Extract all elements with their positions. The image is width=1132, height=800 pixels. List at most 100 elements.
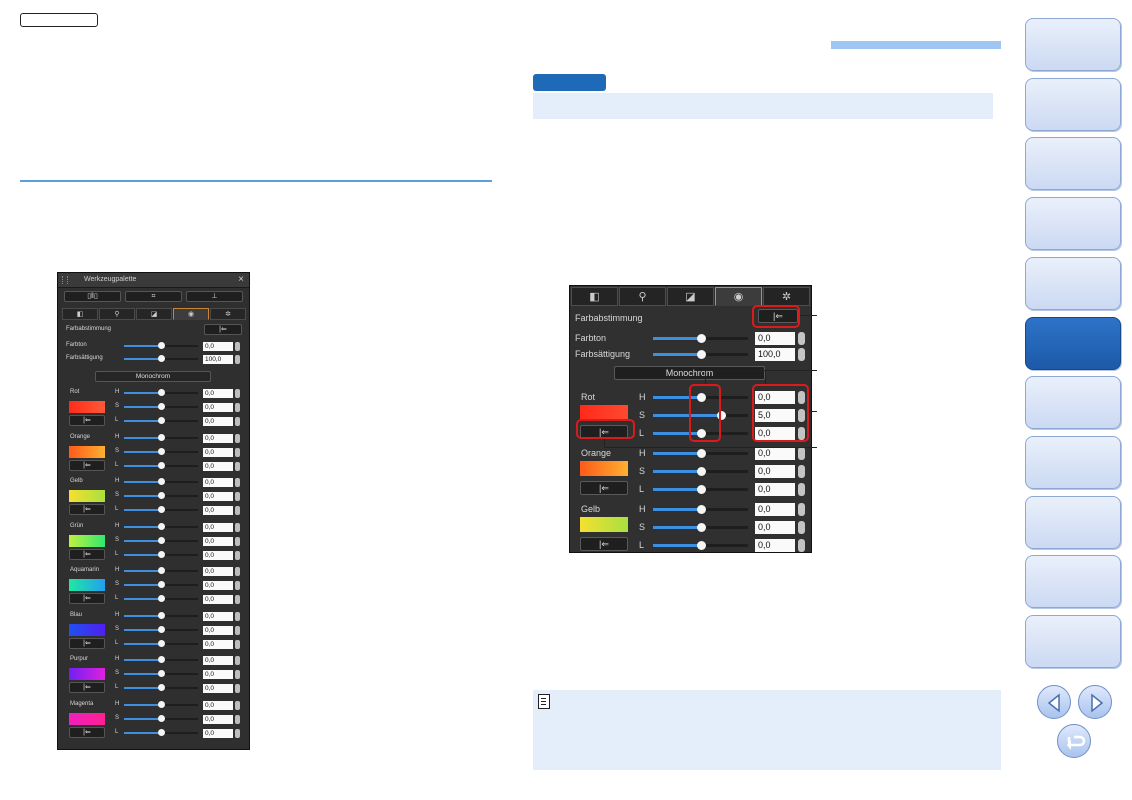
- spinner[interactable]: [235, 567, 240, 576]
- slider-track[interactable]: [653, 449, 748, 458]
- value-field[interactable]: 0,0: [203, 506, 233, 515]
- palette-tab[interactable]: ◉: [173, 308, 209, 320]
- value-field[interactable]: 0,0: [755, 503, 795, 516]
- slider-knob[interactable]: [158, 462, 165, 469]
- palette-tab[interactable]: ⚲: [99, 308, 135, 320]
- spinner[interactable]: [798, 391, 805, 404]
- slider-knob[interactable]: [158, 656, 165, 663]
- slider-track[interactable]: [124, 448, 198, 455]
- slider-track[interactable]: [124, 523, 198, 530]
- slider-track[interactable]: [124, 342, 198, 349]
- slider-track[interactable]: [124, 537, 198, 544]
- spinner[interactable]: [235, 478, 240, 487]
- spinner[interactable]: [235, 506, 240, 515]
- slider-track[interactable]: [124, 567, 198, 574]
- value-field[interactable]: 0,0: [755, 391, 795, 404]
- slider-knob[interactable]: [696, 485, 706, 494]
- slider-knob[interactable]: [158, 342, 165, 349]
- slider-knob[interactable]: [158, 523, 165, 530]
- slider-knob[interactable]: [696, 467, 706, 476]
- value-field[interactable]: 0,0: [755, 483, 795, 496]
- chapter-tab[interactable]: [1025, 77, 1121, 131]
- spinner[interactable]: [798, 409, 805, 422]
- slider-track[interactable]: [124, 389, 198, 396]
- slider-track[interactable]: [124, 715, 198, 722]
- slider-track[interactable]: [653, 485, 748, 494]
- reset-color-button[interactable]: |⇐: [69, 593, 105, 604]
- next-page-button[interactable]: [1078, 685, 1112, 719]
- slider-knob[interactable]: [158, 581, 165, 588]
- slider-track[interactable]: [124, 612, 198, 619]
- spinner[interactable]: [798, 539, 805, 552]
- reset-color-button[interactable]: |⇐: [69, 549, 105, 560]
- slider-knob[interactable]: [158, 492, 165, 499]
- value-field[interactable]: 0,0: [203, 342, 233, 351]
- spinner[interactable]: [235, 612, 240, 621]
- slider-knob[interactable]: [717, 411, 727, 420]
- value-field[interactable]: 0,0: [203, 612, 233, 621]
- spinner[interactable]: [235, 701, 240, 710]
- palette-tab[interactable]: ◪: [667, 287, 714, 306]
- value-field[interactable]: 0,0: [203, 656, 233, 665]
- value-field[interactable]: 0,0: [755, 332, 795, 345]
- slider-knob[interactable]: [158, 640, 165, 647]
- stamp-button[interactable]: ⊥: [186, 291, 243, 302]
- spinner[interactable]: [235, 417, 240, 426]
- value-field[interactable]: 0,0: [755, 447, 795, 460]
- chapter-tab[interactable]: [1025, 555, 1121, 609]
- chapter-tab[interactable]: [1025, 435, 1121, 489]
- slider-track[interactable]: [653, 411, 748, 420]
- slider-knob[interactable]: [158, 567, 165, 574]
- value-field[interactable]: 0,0: [755, 539, 795, 552]
- slider-track[interactable]: [653, 429, 748, 438]
- slider-track[interactable]: [124, 670, 198, 677]
- value-field[interactable]: 0,0: [203, 715, 233, 724]
- slider-knob[interactable]: [696, 523, 706, 532]
- crop-button[interactable]: ⌗: [125, 291, 182, 302]
- spinner[interactable]: [235, 355, 240, 364]
- spinner[interactable]: [235, 537, 240, 546]
- reset-color-button[interactable]: |⇐: [69, 682, 105, 693]
- slider-track[interactable]: [653, 350, 748, 359]
- value-field[interactable]: 0,0: [203, 551, 233, 560]
- slider-knob[interactable]: [158, 434, 165, 441]
- value-field[interactable]: 0,0: [203, 417, 233, 426]
- reset-color-button[interactable]: |⇐: [69, 460, 105, 471]
- reset-color-button[interactable]: |⇐: [69, 415, 105, 426]
- spinner[interactable]: [235, 462, 240, 471]
- slider-track[interactable]: [124, 640, 198, 647]
- slider-knob[interactable]: [158, 729, 165, 736]
- grip-icon[interactable]: [62, 276, 68, 284]
- value-field[interactable]: 0,0: [203, 670, 233, 679]
- chapter-tab[interactable]: [1025, 137, 1121, 191]
- spinner[interactable]: [235, 389, 240, 398]
- value-field[interactable]: 100,0: [755, 348, 795, 361]
- slider-knob[interactable]: [158, 448, 165, 455]
- slider-track[interactable]: [653, 541, 748, 550]
- reset-all-button[interactable]: |⇐: [204, 324, 242, 335]
- slider-knob[interactable]: [158, 612, 165, 619]
- spinner[interactable]: [235, 434, 240, 443]
- slider-track[interactable]: [124, 595, 198, 602]
- chapter-tab[interactable]: [1025, 256, 1121, 310]
- spinner[interactable]: [235, 656, 240, 665]
- spinner[interactable]: [798, 427, 805, 440]
- palette-tab[interactable]: ◉: [715, 287, 762, 306]
- value-field[interactable]: 0,0: [203, 626, 233, 635]
- slider-track[interactable]: [124, 626, 198, 633]
- slider-track[interactable]: [124, 701, 198, 708]
- spinner[interactable]: [235, 729, 240, 738]
- value-field[interactable]: 0,0: [203, 567, 233, 576]
- slider-knob[interactable]: [158, 389, 165, 396]
- chapter-tab[interactable]: [1025, 18, 1121, 71]
- slider-track[interactable]: [653, 334, 748, 343]
- chapter-tab[interactable]: [1025, 495, 1121, 549]
- value-field[interactable]: 5,0: [755, 409, 795, 422]
- slider-knob[interactable]: [158, 537, 165, 544]
- spinner[interactable]: [235, 581, 240, 590]
- value-field[interactable]: 0,0: [203, 537, 233, 546]
- spinner[interactable]: [235, 715, 240, 724]
- slider-track[interactable]: [653, 393, 748, 402]
- value-field[interactable]: 0,0: [203, 640, 233, 649]
- palette-titlebar[interactable]: Werkzeugpalette ×: [58, 273, 249, 288]
